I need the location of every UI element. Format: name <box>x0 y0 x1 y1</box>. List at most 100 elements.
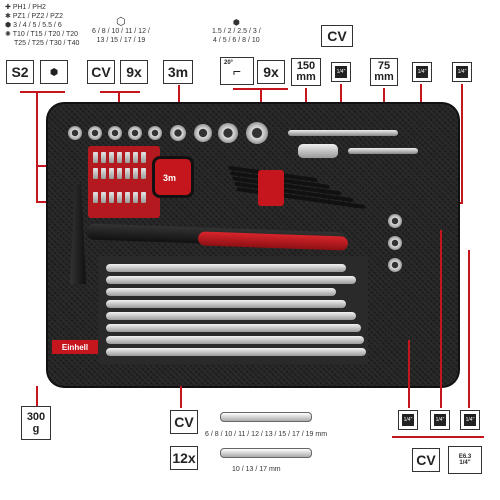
socket <box>170 125 186 141</box>
ratchet-drive-tag: 1/4" <box>452 62 472 82</box>
bit-tray <box>88 184 160 218</box>
square-drive-icon: 1/4" <box>456 66 468 78</box>
bit <box>117 152 122 163</box>
wrench-sizes-2: 10 / 13 / 17 mm <box>232 466 281 473</box>
bit <box>101 152 106 163</box>
legend-row-ph: ✚ PH1 / PH2 <box>5 4 46 11</box>
adapter-drive-tag: 1/4" <box>430 410 450 430</box>
callout-line <box>20 91 65 93</box>
bits-material-tag: S2 <box>6 60 34 84</box>
square-drive-icon: 1/4" <box>402 414 414 426</box>
extension-bar-150 <box>288 130 398 136</box>
tape-measure-tag: 3m <box>163 60 193 84</box>
callout-line <box>408 340 410 408</box>
adapter <box>388 236 402 250</box>
legend-row-hex: ⬢ 3 / 4 / 5 / 5.5 / 6 <box>5 22 62 29</box>
combination-wrench <box>106 348 366 356</box>
bit <box>133 168 138 179</box>
legend-row-torx-2: T25 / T25 / T30 / T40 <box>14 40 80 47</box>
hammer-head <box>70 184 86 284</box>
callout-line <box>392 436 484 438</box>
bit <box>141 168 146 179</box>
socket <box>218 123 238 143</box>
socket <box>148 126 162 140</box>
bit <box>125 168 130 179</box>
adapter <box>388 214 402 228</box>
socket <box>194 124 212 142</box>
hex-socket-icon: ⬢ <box>232 18 240 27</box>
plus-icon: ✚ <box>5 4 11 11</box>
bit <box>141 192 146 203</box>
socket <box>246 122 268 144</box>
pozidriv-icon: ✱ <box>5 13 11 20</box>
socket <box>88 126 102 140</box>
bit <box>101 168 106 179</box>
callout-line <box>36 93 38 203</box>
combination-wrench <box>106 336 364 344</box>
combination-wrench <box>106 300 346 308</box>
bit <box>93 168 98 179</box>
square-drive-icon: 1/4" <box>464 414 476 426</box>
bit-row <box>93 150 157 164</box>
hex-key-legend: ⬢ 1.5 / 2 / 2.5 / 3 / 4 / 5 / 6 / 8 / 10 <box>212 18 261 44</box>
tape-measure: 3m <box>152 156 194 198</box>
bit <box>101 192 106 203</box>
square-drive-icon: 1/4" <box>335 66 347 78</box>
socket <box>108 126 122 140</box>
brand-logo: Einhell <box>52 340 98 354</box>
bit <box>117 192 122 203</box>
combination-wrench-icon <box>220 412 312 422</box>
bit-row <box>93 166 157 180</box>
bit <box>133 152 138 163</box>
hex-icon: ⬢ <box>50 66 58 77</box>
combination-wrench <box>106 288 336 296</box>
combination-wrench <box>106 324 361 332</box>
bit <box>109 168 114 179</box>
callout-line <box>36 386 38 406</box>
square-drive-icon: 1/4" <box>434 414 446 426</box>
adapter-drive-tag: 1/4" <box>460 410 480 430</box>
tape-measure-label: 3m <box>163 173 177 183</box>
extension-150-drive-tag: 1/4" <box>331 62 351 82</box>
bit-size-legend: ✚ PH1 / PH2 ✱ PZ1 / PZ2 / PZ2 ⬢ 3 / 4 / … <box>5 3 79 48</box>
legend-row-pz: ✱ PZ1 / PZ2 / PZ2 <box>5 13 64 20</box>
extension-75-drive-tag: 1/4" <box>412 62 432 82</box>
bit <box>93 152 98 163</box>
combination-wrench <box>106 276 356 284</box>
bit-holder-tag: ⬢ <box>40 60 68 84</box>
hex-icon: ⬢ <box>5 22 12 29</box>
legend-row-torx: ✺ T10 / T15 / T20 / T20 <box>5 31 79 38</box>
bit <box>109 192 114 203</box>
sockets-count-tag: 9x <box>120 60 148 84</box>
bit <box>109 152 114 163</box>
bit-adapter-tag: E6.3 1/4" <box>448 446 482 474</box>
sockets-material-tag: CV <box>87 60 115 84</box>
callout-line <box>180 386 182 408</box>
hexkey-count-tag: 9x <box>257 60 285 84</box>
wrench-tray <box>98 256 368 364</box>
ratchet-wrench-icon <box>220 448 312 458</box>
hexkey-angle-tag: 20° ⌐ <box>220 57 254 85</box>
bit <box>125 192 130 203</box>
ratchet <box>298 144 338 158</box>
bit <box>125 152 130 163</box>
combination-wrench <box>106 312 356 320</box>
socket-icon: ⬡ <box>116 16 126 28</box>
hex-key-holder <box>258 170 284 206</box>
torx-icon: ✺ <box>5 31 11 38</box>
square-drive-icon: 1/4" <box>416 66 428 78</box>
adapter-material-tag: CV <box>412 448 440 472</box>
adapter <box>388 258 402 272</box>
angled-key-icon: ⌐ <box>232 63 242 79</box>
bit <box>117 168 122 179</box>
callout-line <box>100 91 140 93</box>
combination-wrench <box>106 264 346 272</box>
bit <box>133 192 138 203</box>
socket <box>68 126 82 140</box>
bit-row <box>93 190 157 204</box>
hexkey-material-tag: CV <box>321 25 353 47</box>
wrench-sizes-1: 6 / 8 / 10 / 11 / 12 / 13 / 15 / 17 / 19… <box>205 431 328 438</box>
